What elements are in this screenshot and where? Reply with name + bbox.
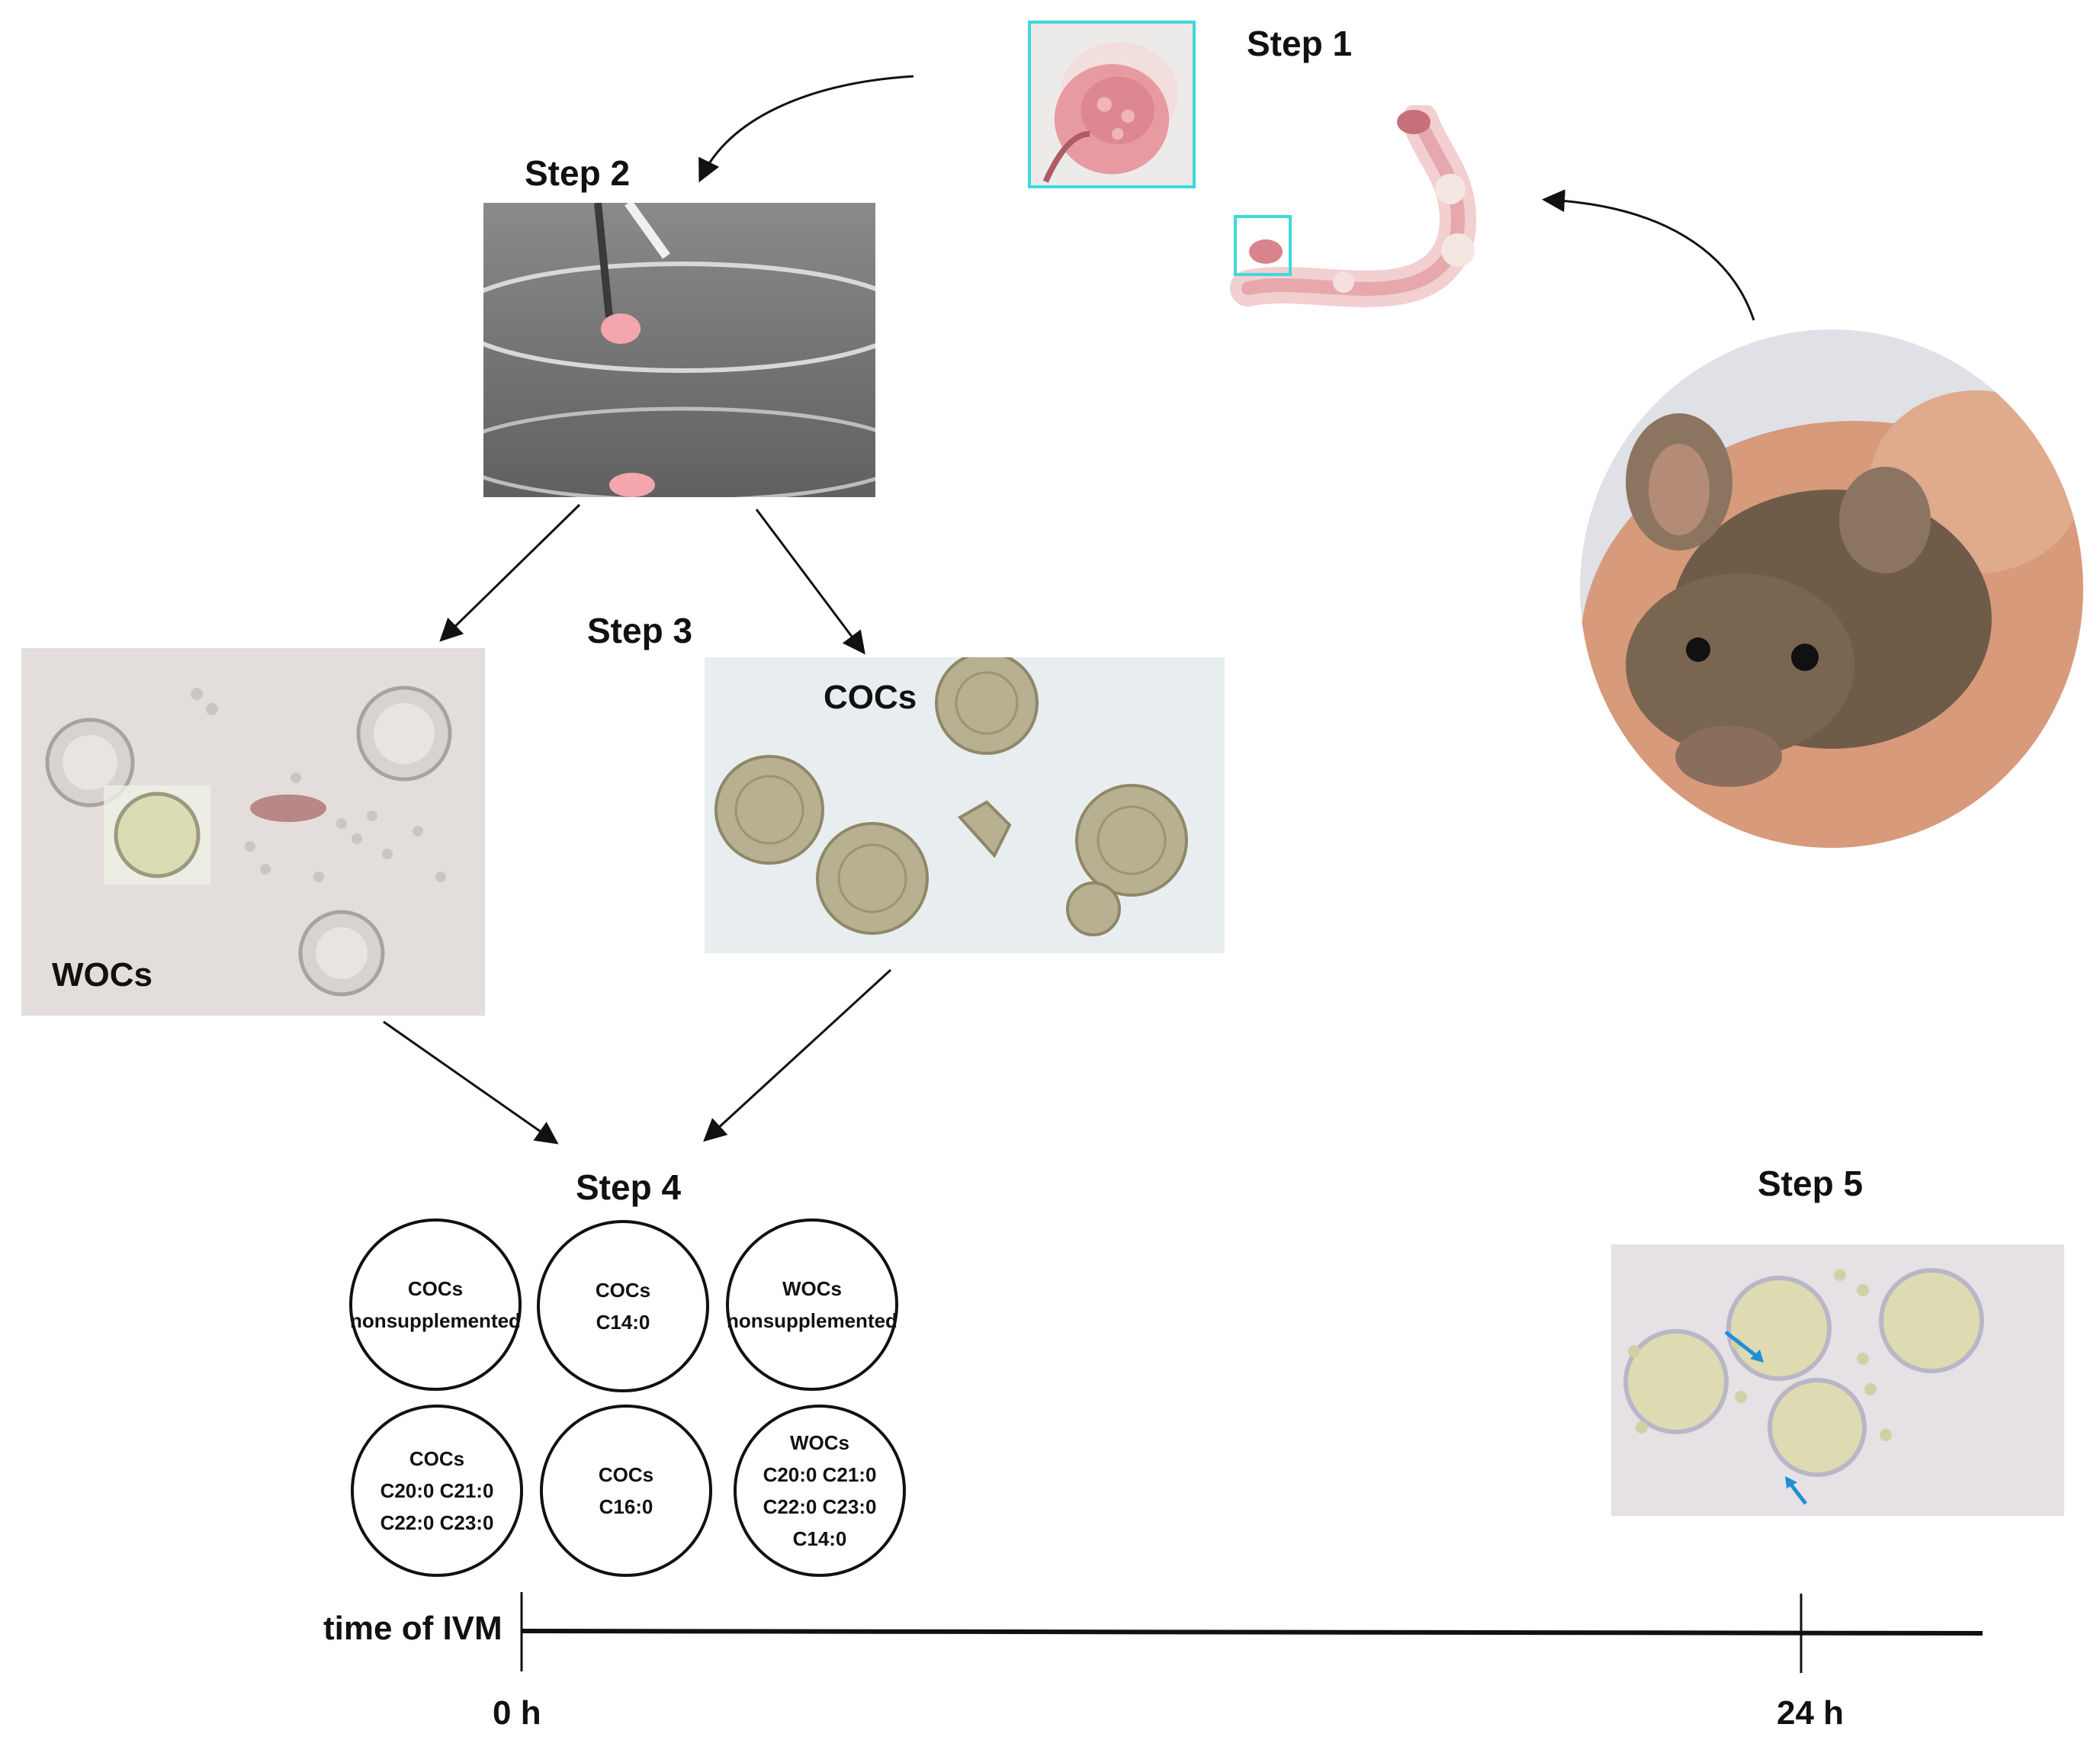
reproductive-tract-photo <box>1229 105 1488 342</box>
arrow-cocs-to-step4 <box>703 968 892 1142</box>
mouse-photo <box>1580 329 2083 848</box>
arrow-step2-to-cocs <box>755 509 865 655</box>
timeline-axis <box>521 1629 1983 1636</box>
step2-dish-photo <box>483 203 875 497</box>
step4-label: Step 4 <box>576 1167 682 1207</box>
step1-inset-photo <box>1028 21 1196 188</box>
wocs-label: WOCs <box>52 956 153 994</box>
timeline-label: time of IVM <box>323 1610 503 1647</box>
step5-oocyte-micrograph <box>1611 1244 2064 1516</box>
cocs-label: COCs <box>824 679 917 716</box>
polar-body-arrow-icons <box>1724 1331 1807 1505</box>
step3-label: Step 3 <box>587 611 693 650</box>
step5-label: Step 5 <box>1758 1164 1864 1203</box>
cocs-micrograph <box>705 657 1225 953</box>
arrow-step1-to-step2 <box>698 75 914 183</box>
arrow-wocs-to-step4 <box>383 1020 559 1145</box>
timeline-start-label: 0 h <box>493 1694 541 1732</box>
arrow-step2-to-wocs <box>439 503 581 642</box>
step2-label: Step 2 <box>525 153 631 193</box>
step1-label: Step 1 <box>1247 24 1353 63</box>
arrow-mouse-to-tract <box>1542 189 1755 321</box>
timeline-end-label: 24 h <box>1777 1694 1845 1732</box>
tract-highlight-box <box>1234 215 1292 276</box>
wocs-micrograph <box>21 648 485 1016</box>
